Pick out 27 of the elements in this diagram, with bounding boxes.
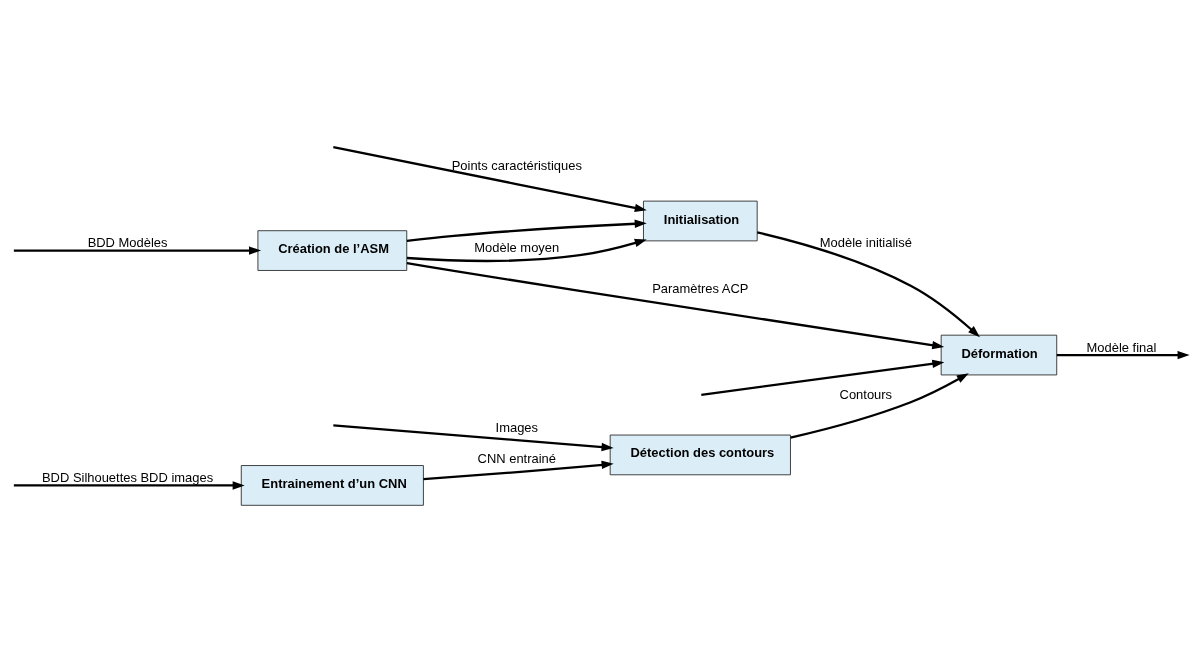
arrow bbox=[333, 423, 614, 451]
arrow bbox=[333, 145, 647, 212]
arrow bbox=[756, 230, 980, 337]
arrow bbox=[790, 372, 969, 439]
node-box: Entrainement d’un CNN bbox=[240, 464, 424, 506]
arrow bbox=[406, 261, 945, 349]
arrow bbox=[701, 359, 945, 396]
edge-label: BDD Silhouettes BDD images bbox=[41, 469, 214, 485]
node-box: Initialisation bbox=[643, 200, 758, 241]
arrow bbox=[1056, 350, 1190, 359]
edge-label: Paramètres ACP bbox=[652, 280, 749, 296]
node-box: Création de l’ASM bbox=[257, 229, 408, 271]
edge-label: CNN entrainé bbox=[477, 450, 556, 466]
arrow bbox=[423, 460, 614, 480]
edge-label: Contours bbox=[839, 386, 893, 402]
edge-label: Images bbox=[495, 419, 539, 435]
arrow bbox=[406, 219, 647, 242]
node-box: Déformation bbox=[940, 334, 1058, 375]
edge-label: Modèle moyen bbox=[474, 239, 560, 255]
edge-label: Points caractéristiques bbox=[451, 157, 582, 173]
arrow bbox=[13, 245, 262, 255]
edge-label: Modèle final bbox=[1086, 339, 1157, 355]
arrow bbox=[13, 480, 245, 490]
edge-label: Modèle initialisé bbox=[819, 234, 912, 250]
arrow bbox=[406, 238, 647, 262]
node-box: Détection des contours bbox=[609, 434, 791, 475]
edge-label: BDD Modèles bbox=[87, 234, 168, 250]
